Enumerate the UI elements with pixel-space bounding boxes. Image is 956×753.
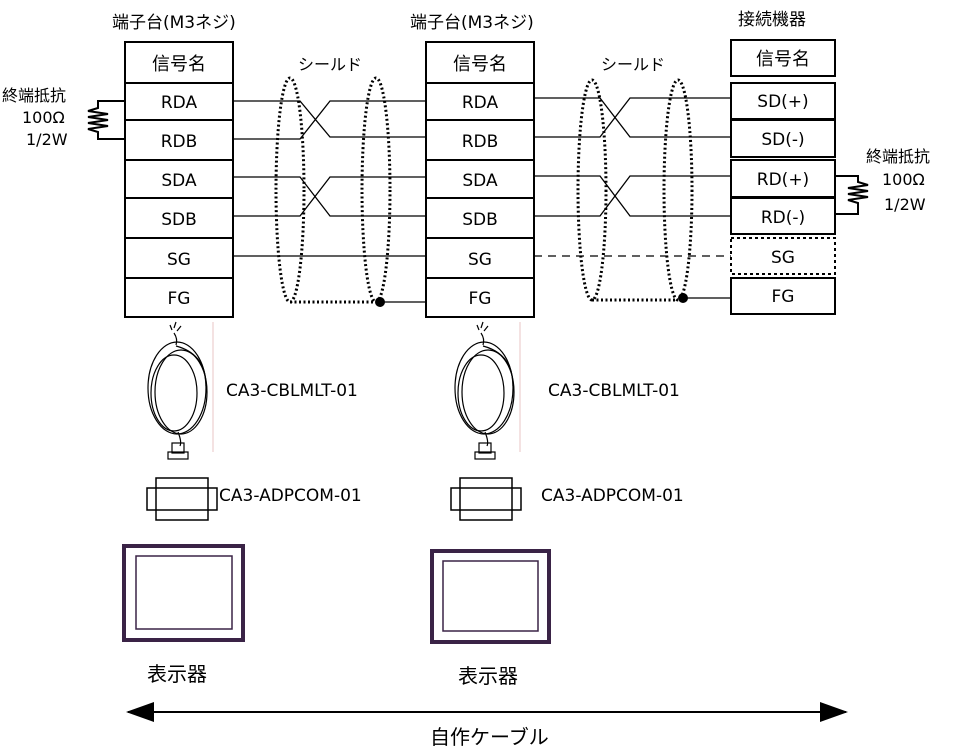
left-resistor-power: 1/2W	[26, 130, 68, 149]
display-icon-2	[430, 549, 551, 644]
adapter-icon-2	[450, 477, 522, 521]
homemade-cable-label: 自作ケーブル	[430, 725, 549, 749]
display-icon-1	[122, 544, 245, 642]
cable-label-2: CA3-CBLMLT-01	[548, 381, 680, 401]
left-resistor-icon	[87, 100, 125, 140]
device-signal-rd-plus: RD(+)	[757, 170, 809, 190]
tb1-signal-sg: SG	[167, 250, 191, 270]
display-label-2: 表示器	[458, 664, 518, 688]
device-signal-fg: FG	[772, 287, 795, 307]
tb2-signal-rdb: RDB	[462, 132, 499, 152]
shield-2-ground-dot	[678, 293, 688, 303]
tb1-signal-sda: SDA	[161, 171, 197, 191]
tb1-signal-rda: RDA	[161, 93, 198, 113]
terminal-block-2-header: 信号名	[453, 54, 507, 75]
wires-segment-2	[534, 97, 731, 299]
right-resistor-title: 終端抵抗	[866, 147, 930, 166]
adapter-icon-1	[146, 477, 218, 521]
adapter-label-1: CA3-ADPCOM-01	[219, 486, 362, 506]
cable-coil-icon-1	[147, 321, 208, 460]
terminal-block-title-1: 端子台(M3ネジ)	[112, 13, 236, 33]
device-header: 信号名	[756, 49, 810, 70]
device-signal-rd-minus: RD(-)	[761, 208, 805, 228]
tb1-signal-rdb: RDB	[161, 132, 198, 152]
adapter-label-2: CA3-ADPCOM-01	[541, 486, 684, 506]
device-signal-sg: SG	[771, 248, 795, 268]
right-resistor-power: 1/2W	[884, 195, 926, 214]
left-resistor-value: 100Ω	[22, 108, 65, 127]
device-signal-sd-minus: SD(-)	[761, 130, 804, 150]
tb1-signal-sdb: SDB	[161, 210, 197, 230]
device-signal-sd-plus: SD(+)	[757, 92, 808, 112]
tb2-signal-sda: SDA	[462, 171, 498, 191]
shield-1-ground-dot	[375, 297, 385, 307]
shield-2	[576, 78, 694, 302]
cable-label-1: CA3-CBLMLT-01	[226, 381, 358, 401]
shield-label-2: シールド	[601, 55, 665, 74]
right-resistor-value: 100Ω	[882, 170, 925, 189]
tb2-signal-fg: FG	[469, 289, 492, 309]
shield-label-1: シールド	[298, 55, 362, 74]
terminal-block-1-header: 信号名	[152, 54, 206, 75]
left-resistor-title: 終端抵抗	[2, 86, 66, 105]
tb2-signal-sg: SG	[468, 250, 492, 270]
shield-1	[274, 76, 392, 304]
display-label-1: 表示器	[147, 662, 207, 686]
wires-segment-1	[233, 100, 426, 303]
tb1-signal-fg: FG	[168, 289, 191, 309]
terminal-block-title-2: 端子台(M3ネジ)	[410, 13, 534, 33]
terminal-block-2	[425, 41, 535, 318]
right-resistor-icon	[835, 175, 869, 215]
cable-coil-icon-2	[454, 321, 515, 460]
device-title: 接続機器	[738, 10, 806, 30]
terminal-block-1	[124, 41, 234, 318]
tb2-signal-sdb: SDB	[462, 210, 498, 230]
tb2-signal-rda: RDA	[462, 93, 499, 113]
